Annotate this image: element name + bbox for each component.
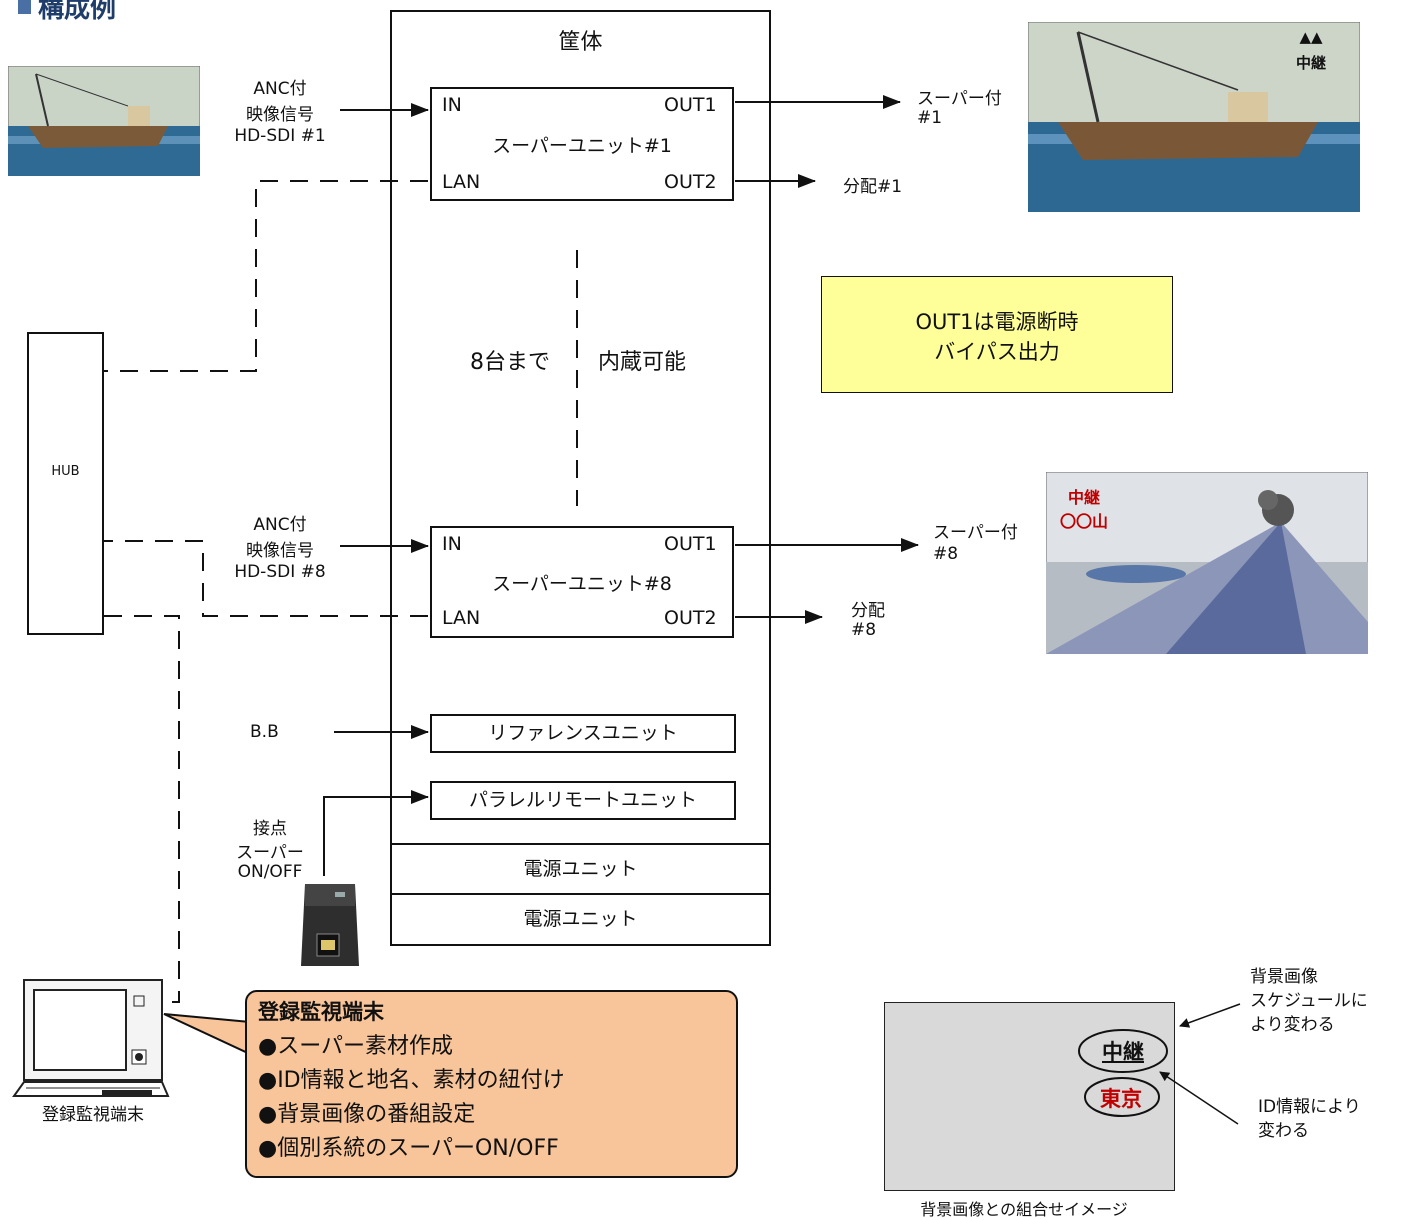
combo-note1-line1: 背景画像 [1250, 967, 1318, 987]
power-unit-2: 電源ユニット [390, 893, 771, 946]
combo-note2-line1: ID情報により [1258, 1097, 1361, 1117]
note2-pointer [1159, 1071, 1239, 1125]
callout-item: ●背景画像の番組設定 [258, 1102, 476, 1127]
terminal-label: 登録監視端末 [42, 1105, 144, 1125]
hub [27, 332, 104, 635]
unit1-out1-port: OUT1 [664, 94, 717, 116]
contact-wire [323, 790, 429, 876]
combo-note1-line3: より変わる [1250, 1015, 1335, 1035]
volcano-screen-place: 〇〇山 [1060, 512, 1109, 531]
callout-item: ●スーパー素材作成 [258, 1034, 453, 1059]
unit8-out2-port: OUT2 [664, 607, 717, 629]
combo-note1-line2: スケジュールに [1250, 991, 1368, 1011]
bb-input-label: B.B [250, 722, 279, 742]
capacity-text: 内蔵可能 [598, 350, 687, 375]
input1-line2: 映像信号 [246, 105, 314, 125]
contact-line2: スーパー [236, 843, 304, 863]
unit1-lan-port: LAN [442, 171, 481, 193]
input8-line1: ANC付 [253, 515, 307, 535]
callout-item: ●個別系統のスーパーON/OFF [258, 1136, 559, 1161]
combo-tag-relay: 中継 [1102, 1040, 1144, 1064]
chassis-title: 筐体 [558, 30, 603, 55]
input1-line1: ANC付 [253, 79, 307, 99]
lan8-wire [104, 540, 428, 617]
volcano-screen-label: 中継 [1068, 488, 1101, 507]
unit1-in-port: IN [442, 94, 462, 116]
bypass-note [821, 276, 1173, 393]
output8-dist-num: #8 [851, 620, 877, 640]
terminal-wire [104, 615, 180, 1003]
ship-thumbnail [8, 66, 200, 176]
capacity-count: 8台まで [470, 350, 550, 375]
page-title: 構成例 [38, 0, 117, 24]
ship-screen-label: 中継 [1295, 54, 1326, 72]
power-unit-1-label: 電源ユニット [523, 858, 638, 880]
super-unit-1 [430, 87, 734, 201]
contact-remote-device [301, 884, 359, 966]
parallel-remote-unit-label: パラレルリモートユニット [468, 789, 697, 811]
unit8-lan-port: LAN [442, 607, 481, 629]
combo-caption: 背景画像との組合せイメージ [920, 1200, 1128, 1219]
reference-unit-label: リファレンスユニット [488, 722, 678, 744]
output1-super: スーパー付 [917, 89, 1002, 109]
output1-super-num: #1 [917, 108, 943, 128]
combo-ellipses [1078, 1029, 1168, 1117]
output8-dist: 分配 [851, 601, 885, 621]
combo-tag-place: 東京 [1100, 1087, 1142, 1111]
output8-super: スーパー付 [933, 523, 1018, 543]
bypass-note-line2: バイパス出力 [934, 340, 1060, 364]
heading-marker [18, 0, 31, 14]
callout-box [245, 990, 738, 1178]
callout-title: 登録監視端末 [258, 1000, 384, 1024]
unit1-out2-port: OUT2 [664, 171, 717, 193]
ship-screen [1028, 22, 1360, 212]
unit1-label: スーパーユニット#1 [492, 135, 672, 157]
unit8-label: スーパーユニット#8 [492, 573, 672, 595]
unit8-in-port: IN [442, 533, 462, 555]
input1-line3: HD-SDI #1 [234, 126, 326, 146]
parallel-remote-unit: パラレルリモートユニット [430, 781, 736, 820]
combo-screen [884, 1002, 1175, 1191]
power-unit-2-label: 電源ユニット [523, 908, 638, 930]
lan1-wire [104, 180, 428, 372]
output8-super-num: #8 [933, 544, 959, 564]
ship-screen-marks: ▲▲ [1299, 28, 1323, 46]
callout-item: ●ID情報と地名、素材の紐付け [258, 1068, 565, 1093]
note1-pointer [1179, 1003, 1241, 1028]
input8-line3: HD-SDI #8 [234, 562, 326, 582]
unit8-out1-port: OUT1 [664, 533, 717, 555]
terminal-laptop [12, 979, 170, 1097]
hub-label: HUB [51, 464, 80, 479]
output1-dist: 分配#1 [843, 177, 903, 197]
contact-line3: ON/OFF [237, 862, 303, 882]
contact-line1: 接点 [253, 819, 287, 839]
super-unit-8 [430, 526, 734, 638]
input8-line2: 映像信号 [246, 541, 314, 561]
reference-unit: リファレンスユニット [430, 714, 736, 753]
bypass-note-line1: OUT1は電源断時 [915, 310, 1079, 334]
volcano-screen [1046, 472, 1368, 654]
combo-note2-line2: 変わる [1258, 1121, 1309, 1141]
